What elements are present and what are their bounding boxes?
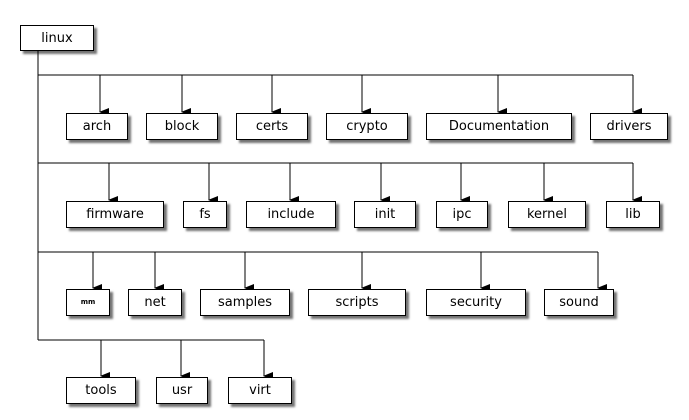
node-samples: samples [200,289,290,316]
root-node-linux: linux [20,25,94,51]
node-mm-label: mm [80,298,96,306]
node-usr-label: usr [171,383,193,398]
node-sound: sound [544,289,614,316]
node-tools: tools [66,377,136,404]
node-init-label: init [374,207,396,222]
node-include-label: include [267,207,315,222]
node-drivers: drivers [590,113,668,140]
node-fs-label: fs [199,207,211,222]
node-fs: fs [183,201,227,228]
node-samples-label: samples [217,295,273,310]
node-block-label: block [164,119,200,134]
node-arch-label: arch [82,119,112,134]
node-crypto-label: crypto [346,119,388,134]
node-lib-label: lib [625,207,641,222]
node-certs-label: certs [255,119,289,134]
node-kernel-label: kernel [526,207,568,222]
node-init: init [354,201,416,228]
root-label: linux [41,30,73,46]
node-scripts: scripts [308,289,406,316]
node-drivers-label: drivers [606,119,652,134]
node-firmware-label: firmware [86,207,144,222]
node-net-label: net [144,295,166,310]
node-ipc: ipc [436,201,488,228]
node-tools-label: tools [85,383,117,398]
node-ipc-label: ipc [452,207,472,222]
node-crypto: crypto [326,113,408,140]
node-documentation: Documentation [426,113,572,140]
node-kernel: kernel [508,201,586,228]
node-scripts-label: scripts [335,295,379,310]
node-arch: arch [66,113,128,140]
node-net: net [128,289,182,316]
node-certs: certs [236,113,308,140]
node-mm: mm [66,289,110,316]
node-sound-label: sound [559,295,599,310]
node-virt: virt [228,377,292,404]
node-virt-label: virt [249,383,271,398]
node-firmware: firmware [66,201,164,228]
node-usr: usr [156,377,208,404]
node-security-label: security [450,295,502,310]
node-block: block [146,113,218,140]
node-include: include [246,201,336,228]
node-security: security [426,289,526,316]
node-lib: lib [606,201,660,228]
node-documentation-label: Documentation [448,119,550,134]
